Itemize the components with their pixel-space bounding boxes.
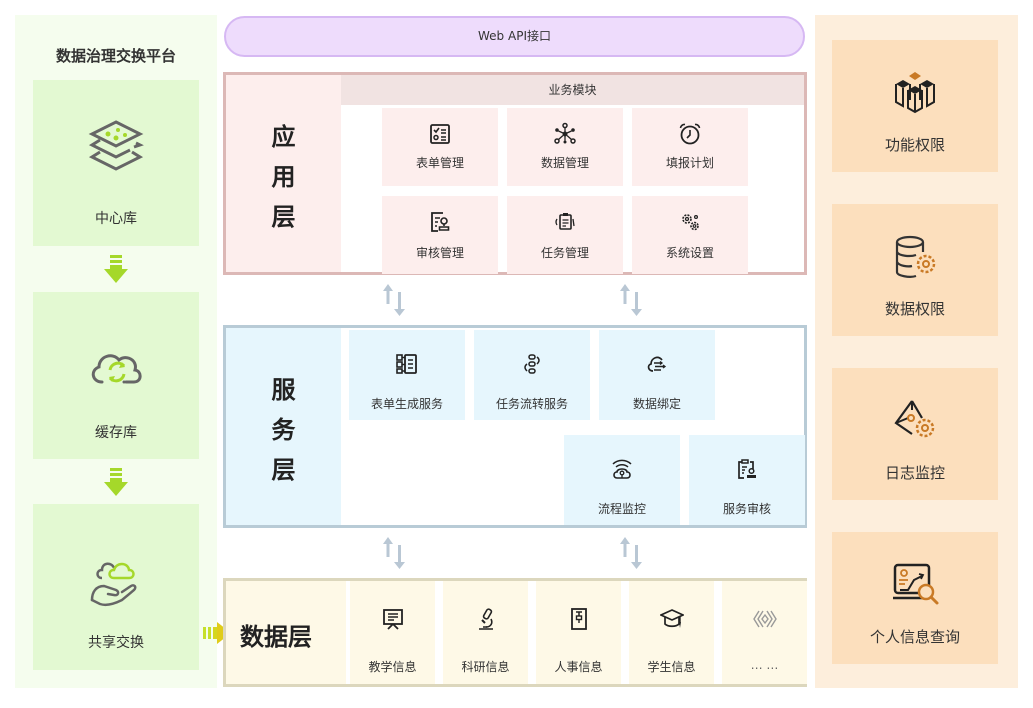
presentation-board-icon: [382, 609, 403, 630]
permission-label: 个人信息查询: [869, 628, 960, 646]
permission-data[interactable]: 数据权限: [832, 204, 998, 336]
cubes-icon: [895, 72, 935, 114]
service-label: 任务流转服务: [495, 397, 568, 411]
service-label: 表单生成服务: [370, 397, 443, 411]
service-label: 流程监控: [597, 502, 646, 516]
platform-item-label: 共享交换: [88, 635, 144, 651]
module-label: 系统设置: [665, 246, 714, 260]
service-task-flow[interactable]: 任务流转服务: [474, 330, 590, 420]
platform-item-shared-exchange[interactable]: 共享交换: [33, 504, 199, 670]
cloud-bind-icon: [647, 356, 667, 372]
service-review[interactable]: 服务审核: [689, 435, 805, 525]
permissions-panel: 功能权限 数据权限 日志监控: [815, 15, 1018, 688]
down-arrow-icon: [104, 468, 128, 496]
layer-title-char: 层: [271, 456, 296, 484]
more-diamonds-icon: [752, 610, 777, 628]
task-flow-icon: [524, 354, 540, 374]
task-clipboard-icon: [555, 213, 575, 230]
service-label: 服务审核: [722, 502, 771, 516]
id-badge-icon: [570, 608, 587, 630]
data-source-label: 科研信息: [461, 660, 510, 674]
service-form-generation[interactable]: 表单生成服务: [349, 330, 465, 420]
down-arrow-icon: [104, 255, 128, 283]
permission-label: 日志监控: [884, 464, 945, 482]
layer-title-char: 用: [271, 163, 296, 191]
module-review-management[interactable]: 审核管理: [382, 196, 498, 274]
platform-item-cache-db[interactable]: 缓存库: [33, 292, 199, 459]
module-system-settings[interactable]: 系统设置: [632, 196, 748, 274]
permission-label: 功能权限: [884, 136, 945, 154]
permission-function[interactable]: 功能权限: [832, 40, 998, 172]
platform-panel: 数据治理交换平台 中心库 缓存库: [15, 15, 217, 688]
module-label: 任务管理: [540, 246, 589, 260]
data-source-more[interactable]: … …: [722, 581, 807, 684]
data-source-personnel[interactable]: 人事信息: [536, 581, 621, 684]
application-layer-sidebar: 应 用 层: [226, 75, 341, 272]
layer-title-char: 服: [271, 376, 296, 404]
business-modules-header: 业务模块: [341, 75, 804, 105]
layer-title-char: 务: [271, 416, 296, 444]
service-label: 数据绑定: [632, 397, 681, 411]
permission-personal-info-query[interactable]: 个人信息查询: [832, 532, 998, 664]
cloud-hand-icon: [90, 562, 137, 607]
data-layer-title: 数据层: [240, 623, 312, 651]
service-layer-sidebar: 服 务 层: [226, 328, 341, 525]
clipboard-stamp-icon: [738, 459, 756, 479]
bidirectional-arrow-icon: [620, 537, 642, 569]
data-source-teaching[interactable]: 教学信息: [350, 581, 435, 684]
data-source-student[interactable]: 学生信息: [629, 581, 714, 684]
bidirectional-arrow-icon: [383, 284, 405, 316]
module-label: 数据管理: [540, 156, 589, 170]
module-data-management[interactable]: 数据管理: [507, 108, 623, 186]
form-generate-icon: [396, 354, 417, 374]
service-data-binding[interactable]: 数据绑定: [599, 330, 715, 420]
data-layer-sidebar: 数据层: [226, 581, 346, 684]
module-form-management[interactable]: 表单管理: [382, 108, 498, 186]
data-source-label: 教学信息: [368, 660, 417, 674]
module-label: 表单管理: [415, 156, 464, 170]
service-process-monitoring[interactable]: 流程监控: [564, 435, 680, 525]
module-fill-plan[interactable]: 填报计划: [632, 108, 748, 186]
graduation-cap-icon: [659, 609, 684, 628]
alarm-clock-icon: [679, 123, 701, 145]
bidirectional-arrow-icon: [383, 537, 405, 569]
data-source-label: 学生信息: [647, 660, 696, 674]
platform-item-label: 中心库: [95, 211, 137, 227]
layer-title-char: 应: [271, 123, 296, 151]
module-label: 填报计划: [665, 156, 714, 170]
form-checklist-icon: [430, 124, 450, 144]
cloud-signal-icon: [612, 459, 632, 479]
gears-icon: [682, 214, 699, 231]
data-source-label: 人事信息: [554, 660, 603, 674]
application-layer: 应 用 层 业务模块 表单管理 数据管理 填报计划: [223, 72, 807, 275]
data-source-label: … …: [750, 658, 779, 672]
permission-log-monitoring[interactable]: 日志监控: [832, 368, 998, 500]
data-layer: 数据层 教学信息 科研信息 人事信息: [223, 578, 807, 687]
network-nodes-icon: [554, 122, 576, 144]
module-task-management[interactable]: 任务管理: [507, 196, 623, 274]
bidirectional-arrow-icon: [620, 284, 642, 316]
web-api-interface[interactable]: Web API接口: [224, 16, 805, 57]
permission-label: 数据权限: [884, 300, 945, 318]
platform-title: 数据治理交换平台: [55, 47, 176, 65]
platform-item-label: 缓存库: [95, 425, 137, 441]
microscope-icon: [478, 608, 493, 630]
service-layer: 服 务 层 表单生成服务 任务流转服务 数据绑定: [223, 325, 807, 528]
profile-search-icon: [893, 563, 939, 605]
log-gear-icon: [894, 400, 935, 438]
cloud-sync-icon: [91, 354, 142, 384]
document-stamp-icon: [431, 212, 450, 232]
platform-item-central-db[interactable]: 中心库: [33, 80, 199, 246]
data-source-research[interactable]: 科研信息: [443, 581, 528, 684]
database-gear-icon: [895, 235, 936, 278]
layers-icon: [88, 120, 144, 171]
layer-title-char: 层: [271, 203, 296, 231]
module-label: 审核管理: [415, 246, 464, 260]
